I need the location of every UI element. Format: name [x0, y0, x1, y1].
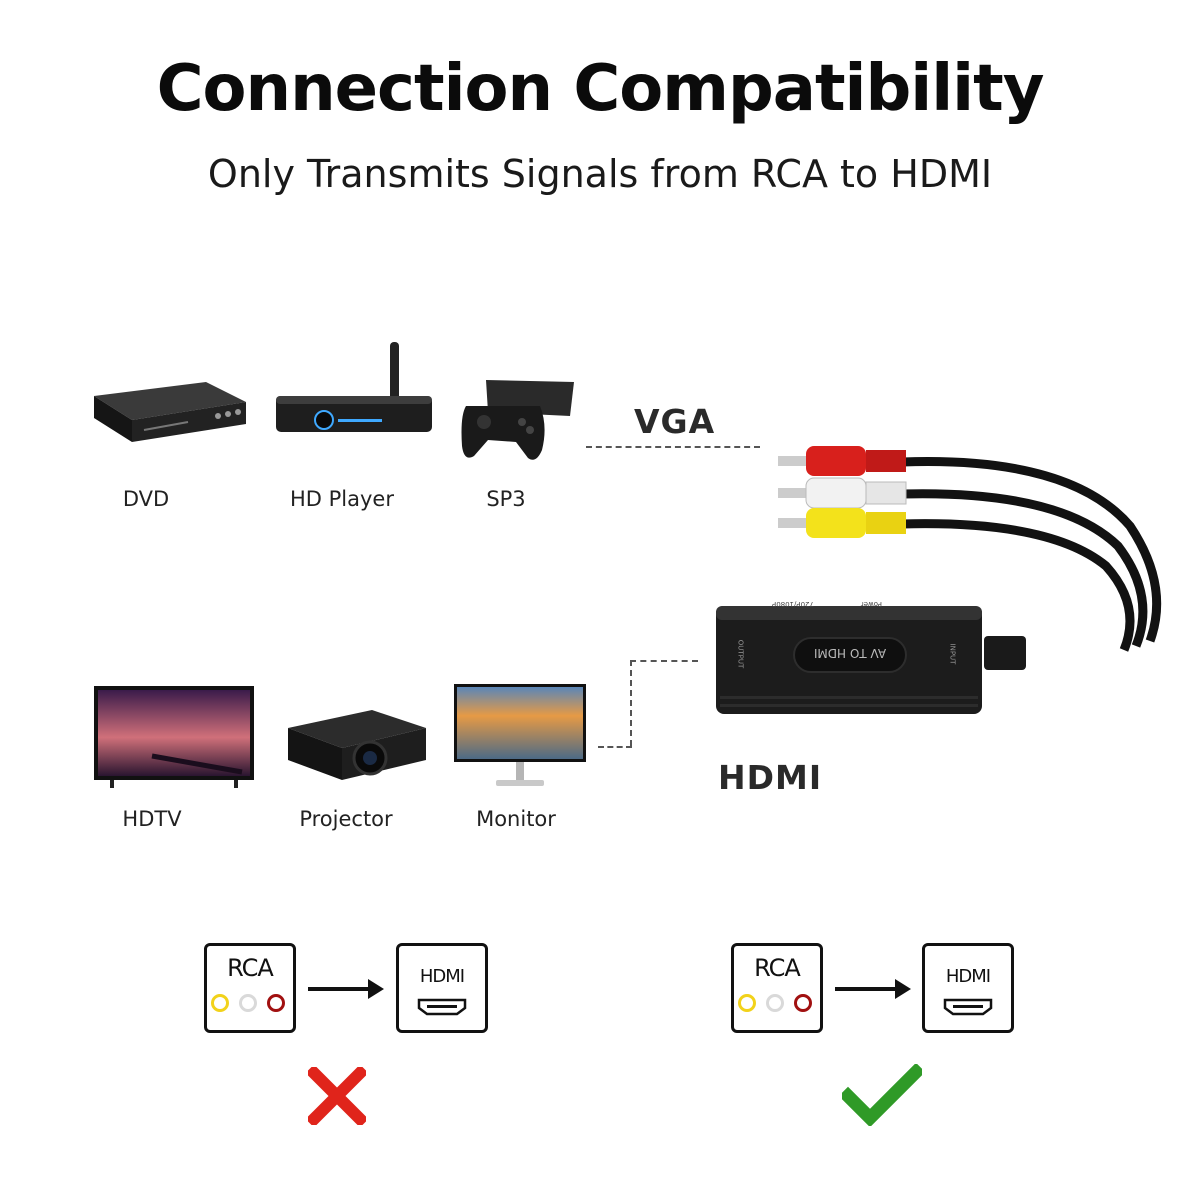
device-label-projector: Projector	[299, 807, 393, 831]
av-to-hdmi-converter: AV TO HDMI 720P/1080P Power OUTPUT INPUT	[714, 600, 984, 720]
cross-icon	[308, 1067, 366, 1125]
hdmi-box-label: HDMI	[945, 966, 991, 987]
device-label-monitor: Monitor	[476, 807, 556, 831]
hdmi-dashed-line-vertical	[630, 660, 632, 746]
rca-cable-icon	[770, 436, 1190, 676]
game-console-icon	[458, 376, 580, 464]
device-label-hdtv: HDTV	[122, 807, 182, 831]
monitor-icon	[452, 682, 588, 790]
rca-yellow-jack-icon	[211, 994, 229, 1012]
hdmi-port-icon	[943, 998, 993, 1016]
rca-box-label: RCA	[227, 954, 274, 982]
rca-box-label: RCA	[754, 954, 801, 982]
hdmi-box-left: HDMI	[396, 943, 488, 1033]
page-subtitle: Only Transmits Signals from RCA to HDMI	[207, 152, 993, 196]
hdmi-dashed-line-bottom	[598, 746, 632, 748]
check-icon	[842, 1064, 922, 1126]
device-label-hd-player: HD Player	[290, 487, 394, 511]
vga-label: VGA	[634, 402, 716, 441]
page-title: Connection Compatibility	[156, 52, 1045, 126]
hdmi-port-icon	[417, 998, 467, 1016]
device-label-dvd: DVD	[122, 487, 170, 511]
hd-player-icon	[272, 340, 436, 440]
rca-red-jack-icon	[794, 994, 812, 1012]
converter-power: Power	[860, 600, 882, 608]
converter-name: AV TO HDMI	[813, 646, 887, 660]
arrow-right-icon	[308, 979, 384, 999]
converter-input-port: INPUT	[948, 643, 957, 665]
projector-icon	[282, 704, 430, 784]
vga-dashed-line	[586, 446, 760, 448]
rca-box-right: RCA	[731, 943, 823, 1033]
rca-white-jack-icon	[239, 994, 257, 1012]
rca-white-jack-icon	[766, 994, 784, 1012]
device-label-sp3: SP3	[486, 487, 526, 511]
rca-red-jack-icon	[267, 994, 285, 1012]
hdmi-dashed-line-top	[630, 660, 698, 662]
arrow-right-icon	[835, 979, 911, 999]
rca-yellow-jack-icon	[738, 994, 756, 1012]
rca-box-left: RCA	[204, 943, 296, 1033]
hdmi-box-label: HDMI	[419, 966, 465, 987]
tv-icon	[92, 686, 256, 790]
converter-output-port: OUTPUT	[736, 639, 745, 669]
hdmi-box-right: HDMI	[922, 943, 1014, 1033]
hdmi-label: HDMI	[718, 758, 823, 797]
converter-resolution: 720P/1080P	[772, 600, 814, 608]
dvd-player-icon	[88, 378, 250, 458]
